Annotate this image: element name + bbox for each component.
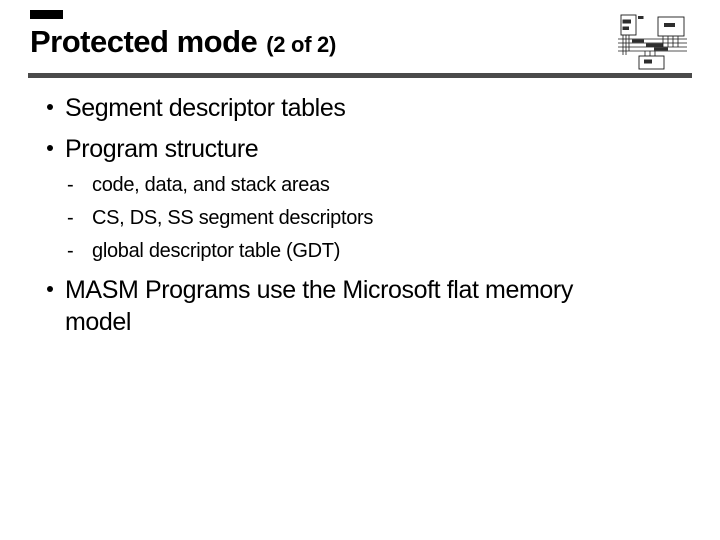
page-title: Protected mode (30, 24, 258, 59)
sub-bullet-text: code, data, and stack areas (92, 174, 330, 196)
slide-title-row: Protected mode (2 of 2) (30, 26, 336, 57)
page-title-suffix: (2 of 2) (266, 32, 336, 57)
dash-marker-icon: - (67, 174, 74, 196)
dash-marker-icon: - (67, 207, 74, 229)
dash-marker-icon: - (67, 240, 74, 262)
sub-bullet-item: - code, data, and stack areas (67, 172, 330, 198)
bullet-item: Segment descriptor tables (47, 92, 346, 124)
bullet-item: MASM Programs use the Microsoft flat mem… (47, 274, 647, 338)
bullet-dot-icon (47, 145, 53, 151)
cpu-memory-bus-diagram-icon (615, 12, 699, 70)
bullet-text: Segment descriptor tables (65, 94, 346, 122)
sub-bullet-item: - CS, DS, SS segment descriptors (67, 205, 373, 231)
sub-bullet-text: CS, DS, SS segment descriptors (92, 207, 374, 229)
scan-artifact-mark (30, 10, 63, 19)
sub-bullet-item: - global descriptor table (GDT) (67, 238, 340, 264)
title-underline-rule (28, 73, 692, 78)
bullet-item: Program structure (47, 133, 259, 165)
bullet-text: MASM Programs use the Microsoft flat mem… (65, 276, 573, 336)
bullet-text: Program structure (65, 135, 259, 163)
bullet-dot-icon (47, 286, 53, 292)
bullet-dot-icon (47, 104, 53, 110)
sub-bullet-text: global descriptor table (GDT) (92, 240, 341, 262)
